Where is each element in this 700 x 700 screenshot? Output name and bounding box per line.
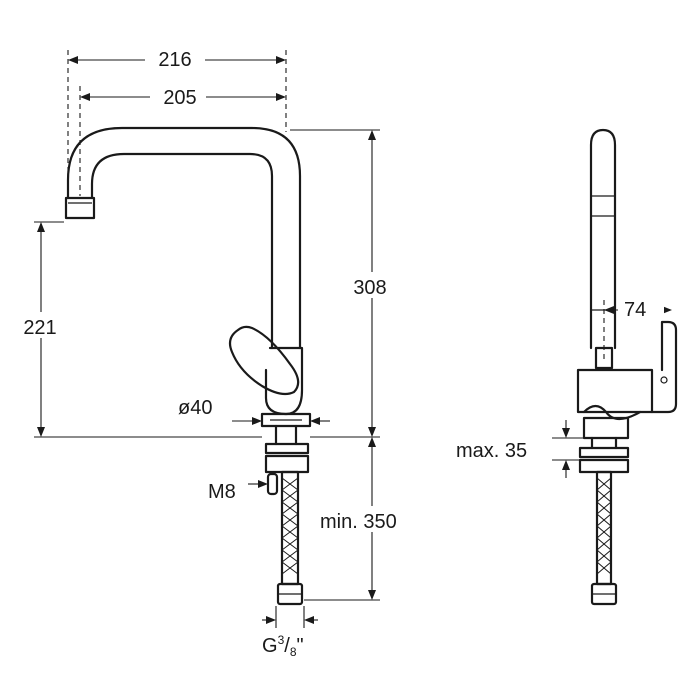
side-body: [576, 368, 654, 414]
dim-74-label: 74: [624, 299, 646, 321]
side-view: [576, 128, 678, 606]
dim-216-label: 216: [158, 49, 191, 71]
dim-dia40: ø40: [178, 397, 330, 425]
side-base: [582, 416, 630, 440]
dim-205: 205: [79, 82, 286, 196]
dim-g38: G3/8": [262, 606, 318, 659]
side-lever: [650, 320, 678, 414]
dim-74: 74: [603, 294, 672, 360]
base-flange: [260, 412, 312, 428]
dim-g38-label: G3/8": [262, 633, 304, 659]
faucet-body: [264, 346, 304, 416]
dim-221: 221: [10, 221, 262, 438]
dim-max35: max. 35: [456, 420, 584, 478]
dim-308: 308: [290, 129, 400, 438]
front-view: [64, 126, 312, 606]
dim-dia40-label: ø40: [178, 397, 212, 419]
mounting-nut: [264, 454, 310, 474]
dim-max35-label: max. 35: [456, 440, 527, 462]
dim-m8: M8: [208, 480, 268, 503]
aerator: [64, 196, 96, 220]
dim-221-label: 221: [23, 317, 56, 339]
braided-hose: [280, 470, 300, 586]
side-spout: [589, 128, 617, 350]
dim-205-label: 205: [163, 87, 196, 109]
dim-308-label: 308: [353, 277, 386, 299]
deck-washer: [264, 442, 310, 455]
lever-handle: [228, 325, 300, 396]
dim-min350: min. 350: [304, 437, 420, 601]
dim-min350-label: min. 350: [320, 511, 397, 533]
side-braided-hose: [595, 470, 613, 586]
spout-outline-outer: [66, 126, 302, 350]
dim-216: 216: [67, 44, 287, 172]
m8-stud: [266, 472, 279, 496]
spout-outline-inner: [90, 152, 274, 350]
dim-m8-label: M8: [208, 481, 236, 503]
